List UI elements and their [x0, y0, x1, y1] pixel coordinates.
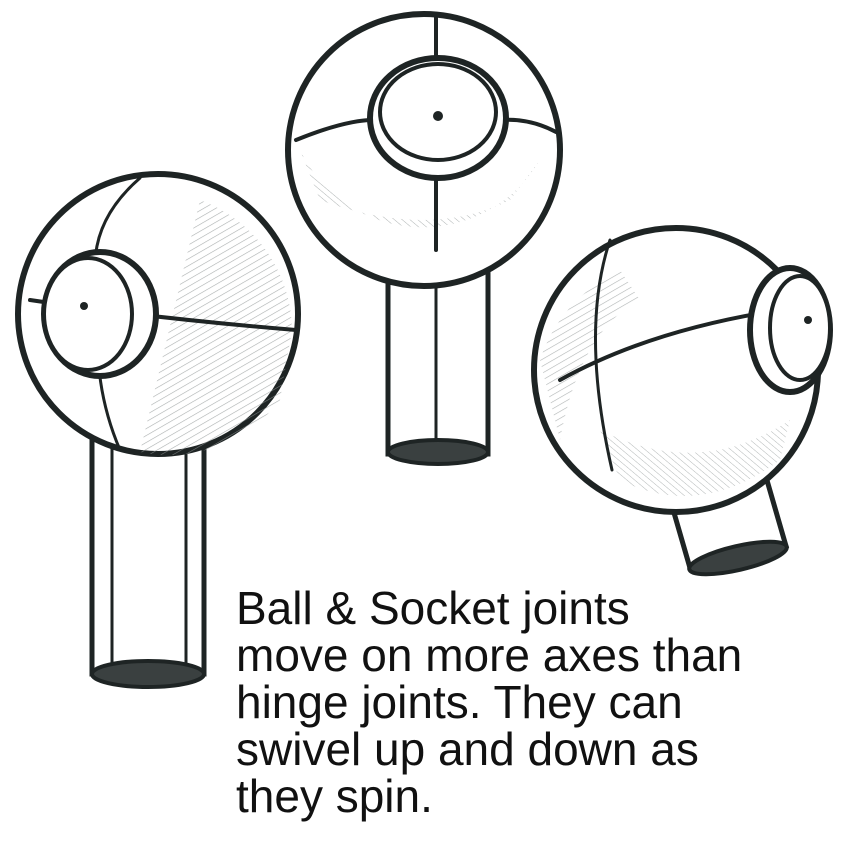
shaft: [89, 433, 207, 689]
caption-line: they spin.: [236, 770, 433, 822]
caption-line: swivel up and down as: [236, 723, 699, 775]
shaft: [385, 253, 491, 466]
caption-line: Ball & Socket joints: [236, 582, 630, 634]
caption: Ball & Socket joints move on more axes t…: [236, 585, 836, 820]
caption-line: move on more axes than: [236, 629, 743, 681]
caption-line: hinge joints. They can: [236, 676, 683, 728]
ball-and-socket-joint-right: [531, 225, 833, 577]
ball: [285, 11, 563, 289]
ball: [531, 225, 833, 515]
ball-and-socket-joint-center: [285, 11, 563, 466]
ball-and-socket-joint-left: [15, 171, 301, 689]
ball: [15, 171, 301, 457]
